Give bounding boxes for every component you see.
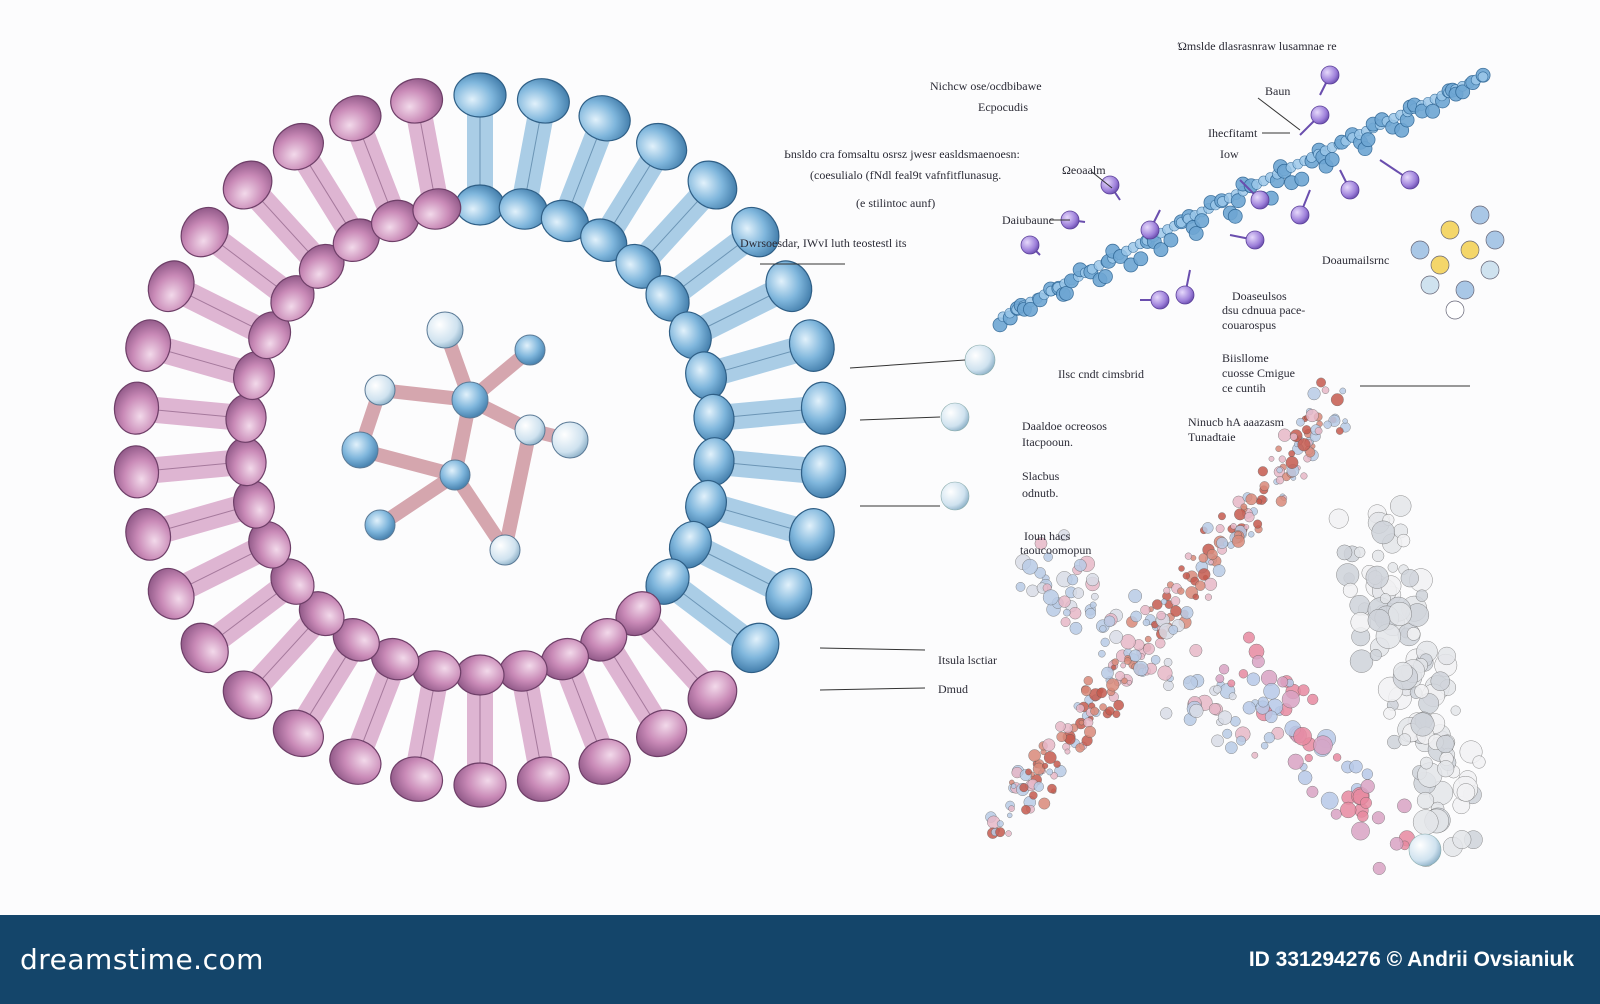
ring-segment — [685, 479, 835, 561]
ring-segment — [180, 206, 315, 322]
label-left-c-1: Ioun hacs — [1024, 529, 1071, 543]
ring-segment — [222, 160, 345, 289]
label-rod-d: Ωeoaalm — [1062, 163, 1106, 177]
helical-rod — [992, 65, 1491, 333]
ring-segment — [125, 319, 275, 401]
ring-segment — [615, 160, 738, 289]
sphere-3 — [940, 481, 970, 511]
label-left-b-1: Slacbus — [1022, 469, 1060, 483]
label-mid-right-1: Biisllome — [1222, 351, 1269, 365]
label-mid-title-1: Nichcw ose/ocdbibawe — [930, 79, 1042, 93]
ring-segment — [685, 319, 835, 401]
image-credit: ID 331294276 © Andrii Ovsianiuk — [1248, 947, 1574, 971]
ring-segment — [329, 637, 420, 785]
ring-segment — [113, 381, 267, 443]
ring-segment — [693, 381, 847, 443]
lipid-ring — [113, 72, 847, 808]
sphere-1 — [964, 344, 996, 376]
ring-segment — [668, 520, 813, 620]
label-mid-right-3: ce cuntih — [1222, 381, 1266, 395]
ring-segment — [453, 72, 507, 226]
brand-logo[interactable]: dreamstime.com — [20, 943, 264, 976]
annotations: Ώmslde dlasrasnraw lusamnae re Nichcw os… — [740, 39, 1389, 696]
label-mid-left: Ilsc cndt cimsbrid — [1058, 367, 1144, 381]
molecular-diagram: Ώmslde dlasrasnraw lusamnae re Nichcw os… — [113, 39, 1505, 875]
sphere-2 — [940, 402, 970, 432]
protein-strands — [985, 377, 1486, 875]
label-ring-bottom-1: Itsula lsctiar — [938, 653, 997, 667]
label-rod-h: dsu cdnuua pace- — [1222, 303, 1305, 317]
label-ring-bottom-2: Dmud — [938, 682, 968, 696]
ring-segment — [147, 260, 292, 360]
label-mid-title-2: Ecpocudis — [978, 100, 1028, 114]
label-mid-right-2: cuosse Cmigue — [1222, 366, 1295, 380]
ring-segment — [125, 479, 275, 561]
label-ring: Dwrsoesdar, IWvI luth teostestl its — [740, 236, 907, 250]
label-rod-g: Doaseulsos — [1232, 289, 1287, 303]
ring-segment — [498, 78, 570, 230]
ring-segment — [453, 654, 507, 808]
label-rod-c: Iow — [1220, 147, 1239, 161]
illustration-canvas: Ώmslde dlasrasnraw lusamnae re Nichcw os… — [113, 39, 1505, 875]
label-top-right: Ώmslde dlasrasnraw lusamnae re — [1177, 39, 1337, 53]
ring-segment — [615, 591, 738, 720]
watermark-footer: dreamstime.com ID 331294276 © Andrii Ovs… — [0, 915, 1600, 1004]
label-block-3: (e stilintoc aunf) — [856, 196, 935, 210]
ring-segment — [180, 558, 315, 674]
ring-segment — [147, 520, 292, 620]
label-rod-a: Baun — [1265, 84, 1290, 98]
ring-segment — [329, 95, 420, 243]
ring-segment — [272, 618, 380, 758]
ring-segment — [540, 95, 631, 243]
leader-lines — [760, 97, 1470, 691]
label-rod-f: Doaumailsrnc — [1322, 253, 1389, 267]
ring-segment — [498, 650, 570, 802]
ring-segment — [390, 78, 462, 230]
ring-segment — [580, 618, 688, 758]
label-block-1: Ьnsldo cra fomsaltu osrsz jwesr easldsma… — [784, 147, 1020, 161]
small-cluster — [1410, 205, 1505, 320]
label-left-c-2: taoucoomopun — [1020, 543, 1091, 557]
sphere-4 — [1408, 833, 1442, 867]
ring-segment — [222, 591, 345, 720]
label-right-a-2: Tunadtaie — [1188, 430, 1236, 444]
label-left-a-1: Daaldoe ocreosos — [1022, 419, 1107, 433]
label-left-a-2: Itacpooun. — [1022, 435, 1073, 449]
ring-segment — [113, 437, 267, 499]
label-rod-e: Daiubaunc — [1002, 213, 1054, 227]
central-molecule — [341, 311, 589, 566]
ring-segment — [272, 122, 380, 262]
label-block-2: (coesulialo (fNdl feal9t vafnfitflunasug… — [810, 168, 1001, 182]
ring-segment — [540, 637, 631, 785]
label-rod-i: couarospus — [1222, 318, 1276, 332]
label-left-b-2: odnutb. — [1022, 486, 1058, 500]
label-rod-b: Ihecfitamt — [1208, 126, 1258, 140]
label-right-a-1: Ninucb hA aaazasm — [1188, 415, 1285, 429]
ring-segment — [390, 650, 462, 802]
ring-segment — [693, 437, 847, 499]
